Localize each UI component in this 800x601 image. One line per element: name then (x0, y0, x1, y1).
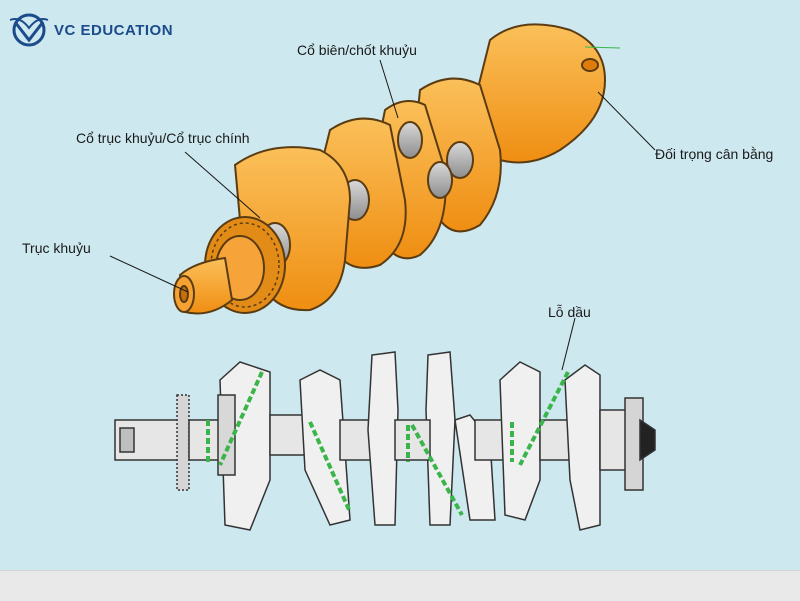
web-3 (367, 351, 399, 526)
vc-logo-icon (9, 13, 49, 47)
web-4 (425, 351, 456, 526)
footer-strip (0, 570, 800, 601)
orange-crankshaft (173, 23, 607, 315)
label-connecting-rod-journal: Cổ biên/chốt khuỷu (297, 42, 417, 58)
front-flange (176, 394, 190, 491)
label-main-journal: Cổ trục khuỷu/Cổ trục chính (76, 130, 250, 146)
oil-passages (206, 371, 570, 516)
rear-counterweight (468, 23, 607, 164)
sectioned-crankshaft (114, 351, 656, 531)
brand-logo: VC EDUCATION (8, 12, 173, 48)
pin-journal-2 (427, 161, 453, 199)
leader-lines-top (109, 46, 656, 293)
web-7 (564, 364, 601, 531)
web-2 (299, 369, 351, 526)
pin-journal-1 (397, 121, 423, 159)
label-oil-hole: Lỗ dầu (548, 304, 591, 320)
brand-name: VC EDUCATION (54, 21, 174, 39)
main-journal-rear (446, 141, 474, 179)
web-6 (499, 361, 541, 521)
label-counterweight: Đối trọng cân bằng (655, 146, 774, 162)
oil-hole-leader (561, 317, 576, 371)
label-crankshaft: Trục khuỷu (22, 240, 91, 256)
